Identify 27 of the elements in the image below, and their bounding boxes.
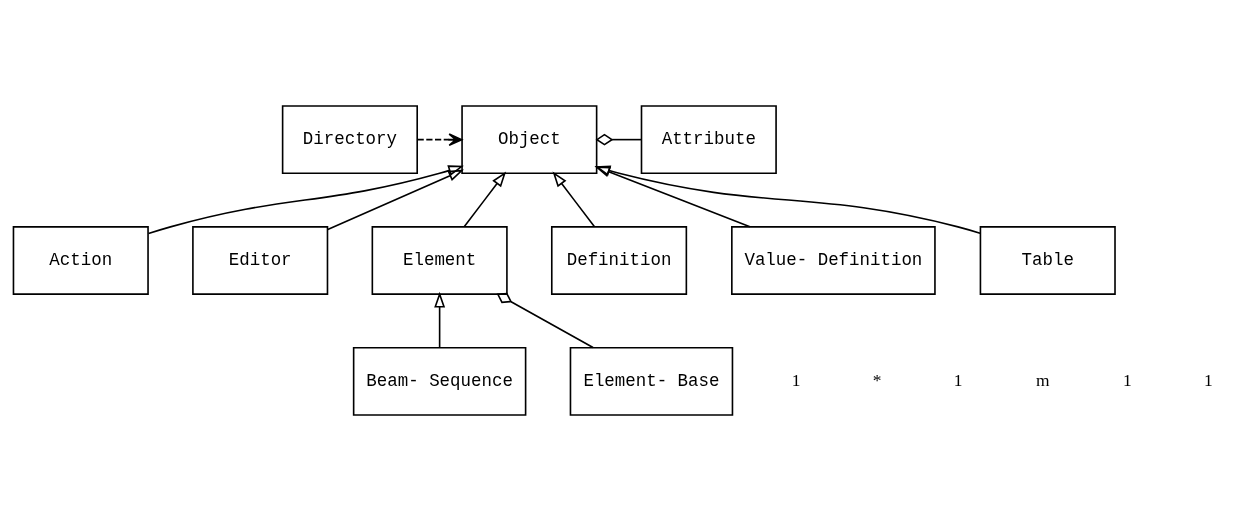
label: 1 [953, 369, 963, 390]
arrow [434, 291, 446, 348]
label: 1 [1204, 369, 1213, 390]
label: 1 [1123, 369, 1132, 390]
node-box: Action [12, 225, 149, 295]
node-box: Value- Definition [731, 225, 936, 295]
connector [595, 133, 642, 146]
node-box: Directory [281, 104, 418, 174]
arrow [416, 132, 463, 146]
label: * [872, 369, 882, 390]
arrow [463, 171, 507, 227]
arrow [326, 169, 464, 230]
label: m [1035, 369, 1050, 390]
label: 1 [791, 369, 801, 390]
connector [496, 292, 594, 348]
node-box: Beam- Sequence [352, 346, 527, 416]
node-box: Definition [550, 225, 688, 295]
node-box: Object [461, 104, 598, 174]
node-box: Editor [192, 225, 329, 295]
arrow [594, 164, 981, 234]
node-box: Element- Base [569, 346, 734, 416]
arrow [552, 171, 596, 227]
node-box: Element [371, 225, 508, 295]
node-box: Attribute [640, 104, 777, 174]
arrow [594, 165, 751, 228]
arrow [147, 164, 464, 234]
node-box: Table [979, 225, 1116, 295]
